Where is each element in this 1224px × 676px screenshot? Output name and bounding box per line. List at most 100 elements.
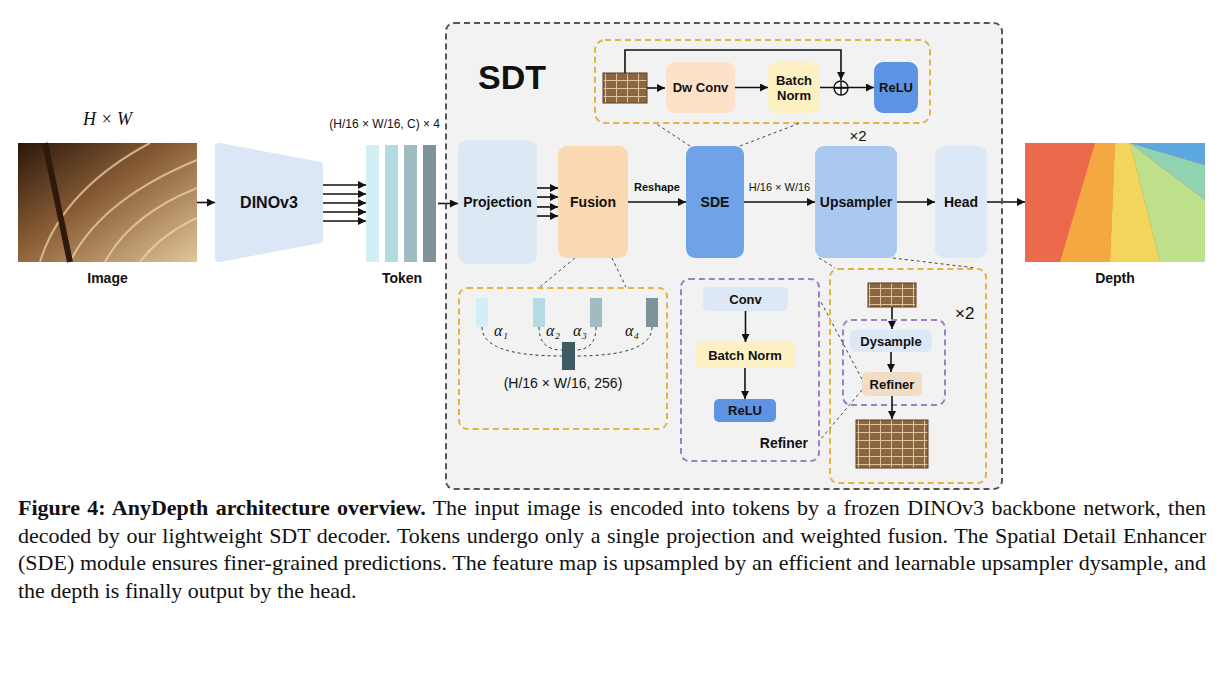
- flow-arrow: [323, 184, 366, 186]
- token-bar: [404, 145, 417, 262]
- feature-map-tile: [603, 73, 647, 103]
- flow-arrow: [537, 206, 558, 208]
- token-bar: [646, 298, 658, 327]
- detail-panel: ×2DysampleRefiner: [829, 268, 987, 484]
- process-box: Batch Norm: [695, 342, 795, 368]
- process-box: Batch Norm: [768, 62, 820, 113]
- fused-token: [562, 342, 575, 370]
- flow-arrow: [890, 352, 892, 372]
- token-bar: [533, 298, 545, 327]
- flow-arrow: [537, 187, 558, 189]
- flow-arrow: [897, 201, 935, 203]
- token-bar: [385, 145, 398, 262]
- process-box: ReLU: [874, 62, 918, 113]
- node-label: SDE: [701, 194, 730, 210]
- node-label: Upsampler: [820, 194, 892, 210]
- node-heading: Token: [346, 270, 458, 286]
- depth-map: [1025, 143, 1205, 262]
- backbone-shape: [219, 147, 319, 258]
- flow-arrow: [820, 87, 874, 89]
- leader-line: [540, 258, 575, 287]
- process-box: Conv: [703, 287, 788, 311]
- node-heading: Refiner: [760, 435, 808, 451]
- panel-ground: [445, 22, 1003, 490]
- feature-map-tile: [856, 420, 928, 468]
- node-heading: H × W: [18, 109, 197, 130]
- input-image: H × WImage: [18, 143, 197, 262]
- token-stack: (H/16 × W/16, C) × 4Token: [366, 145, 438, 262]
- photo-rail: [45, 143, 70, 262]
- node-label: Fusion: [570, 194, 616, 210]
- node-label: Projection: [463, 194, 531, 210]
- leader-line: [819, 258, 835, 268]
- process-box: Head: [935, 146, 987, 258]
- flow-arrow: [537, 215, 558, 217]
- figure-caption: Figure 4: AnyDepth architecture overview…: [18, 494, 1206, 604]
- token-bar: [423, 145, 436, 262]
- node-label: ReLU: [728, 403, 762, 418]
- process-box: Projection: [458, 140, 537, 264]
- node-heading: SDT: [478, 58, 546, 97]
- flow-arrow: [323, 211, 366, 213]
- flow-arrow: [735, 87, 768, 89]
- depth-region: [1130, 143, 1205, 165]
- process-box: SDE: [686, 146, 744, 258]
- process-box: Upsampler: [815, 146, 897, 258]
- detail-frame: [843, 320, 945, 405]
- flow-arrow: [744, 201, 815, 203]
- flow-arrow: [628, 201, 686, 203]
- flow-arrow: [438, 203, 458, 205]
- node-heading: Depth: [1025, 270, 1205, 286]
- node-heading: ×2: [955, 304, 974, 324]
- flow-arrow: [987, 201, 1025, 203]
- photo-stair-edge: [70, 160, 197, 262]
- decoder-panel: SDTDw ConvBatch NormReLUProjectionFusion…: [445, 22, 1003, 490]
- depth-region: [1060, 143, 1115, 262]
- node-label: Refiner: [870, 377, 915, 392]
- photo-stair-edge: [105, 188, 197, 262]
- flow-arrow: [744, 368, 746, 399]
- node-heading: (H/16 × W/16, 256): [460, 375, 666, 391]
- node-label: Dysample: [860, 334, 921, 349]
- token-bar: [366, 145, 379, 262]
- node-label: Conv: [729, 292, 762, 307]
- token-bar: [590, 298, 602, 327]
- leader-line: [820, 390, 862, 440]
- leader-line: [655, 123, 800, 146]
- node-label: DINOv3: [240, 194, 298, 212]
- depth-image: Depth: [1025, 143, 1205, 262]
- caption-lead: Figure 4: AnyDepth architecture overview…: [18, 495, 426, 520]
- leader-line: [893, 258, 976, 268]
- node-heading: Image: [18, 270, 197, 286]
- detail-panel: (H/16 × W/16, 256): [458, 287, 668, 430]
- flow-arrow: [647, 87, 665, 89]
- flow-arrow: [197, 202, 215, 204]
- process-box: Fusion: [558, 146, 628, 258]
- node-heading: (H/16 × W/16, C) × 4: [329, 117, 440, 131]
- node-label: Dw Conv: [673, 80, 729, 95]
- flow-arrow: [323, 202, 366, 204]
- repeat-count: ×2: [849, 127, 866, 144]
- input-photo: [18, 143, 197, 262]
- weight-symbol: α₂: [546, 322, 560, 340]
- node-label: Batch Norm: [708, 348, 782, 363]
- weight-symbol: α₁: [494, 322, 508, 340]
- flow-arrow: [323, 220, 366, 222]
- process-box: ReLU: [714, 399, 776, 422]
- flow-arrow: [323, 193, 366, 195]
- edge-label: H/16 × W/16: [749, 181, 810, 193]
- feature-map-tile: [868, 283, 916, 307]
- depth-region: [1130, 143, 1205, 262]
- node-label: Batch Norm: [772, 73, 816, 103]
- depth-region: [1130, 143, 1205, 200]
- photo-stair-edge: [40, 143, 150, 262]
- weight-symbol: α₃: [573, 322, 587, 340]
- backbone-block: DINOv3: [215, 143, 323, 262]
- weight-symbol: α₄: [625, 322, 639, 340]
- node-label: Head: [944, 194, 978, 210]
- flow-arrow: [891, 307, 893, 329]
- flow-arrow: [891, 396, 893, 419]
- process-box: Dysample: [850, 330, 932, 352]
- flow-arrow: [745, 311, 747, 342]
